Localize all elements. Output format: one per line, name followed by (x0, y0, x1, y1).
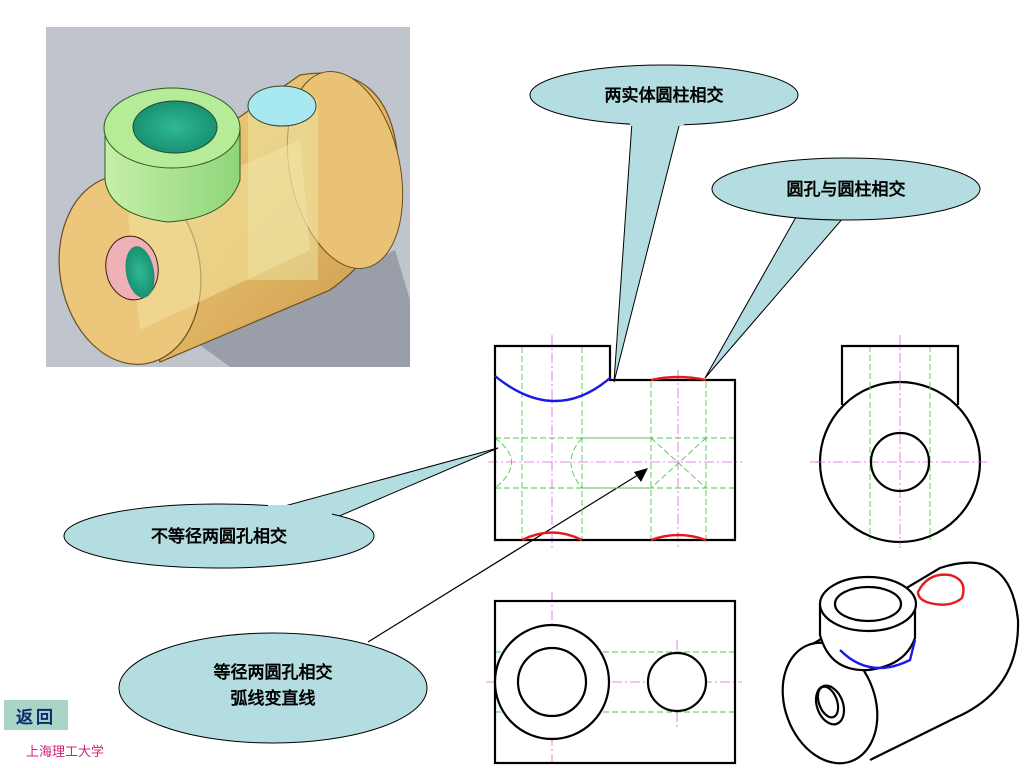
callout-unequal-holes: 不等径两圆孔相交 (63, 447, 499, 569)
callout-text-equal-holes-2: 弧线变直线 (231, 688, 316, 709)
top-view (486, 592, 742, 766)
callout-text-unequal-holes: 不等径两圆孔相交 (151, 526, 287, 547)
side-view (810, 335, 990, 550)
callout-equal-holes: 等径两圆孔相交 弧线变直线 (118, 468, 648, 744)
rendered-model-image (46, 27, 410, 367)
school-name: 上海理工大学 (26, 745, 105, 760)
callout-hole-and-cylinder: 圆孔与圆柱相交 (704, 157, 981, 379)
callout-text-two-solid: 两实体圆柱相交 (605, 85, 724, 106)
arrowhead (634, 468, 648, 482)
back-button[interactable]: 返回 (4, 700, 68, 730)
leader-arrow-line (367, 469, 647, 643)
callout-text-hole-cylinder: 圆孔与圆柱相交 (787, 179, 906, 200)
front-view (488, 335, 742, 550)
callout-two-solid-cylinders: 两实体圆柱相交 (529, 64, 799, 383)
isometric-view (781, 561, 1020, 765)
callout-text-equal-holes-1: 等径两圆孔相交 (214, 662, 333, 683)
